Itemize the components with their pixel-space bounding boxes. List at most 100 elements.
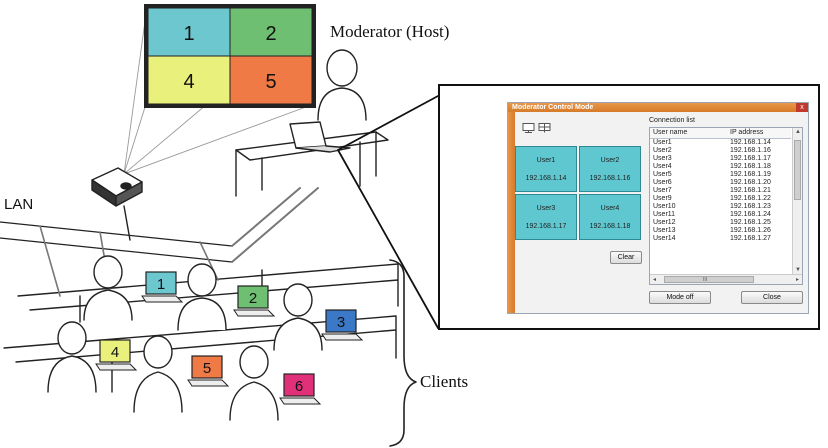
list-item[interactable]: User6 192.168.1.20 — [650, 179, 791, 187]
list-item[interactable]: User7 192.168.1.21 — [650, 187, 791, 195]
quad-view-icon[interactable] — [538, 123, 551, 133]
close-icon[interactable]: x — [796, 103, 808, 112]
column-ip-address[interactable]: IP address — [730, 129, 764, 136]
grid-cell-user3[interactable]: User3 192.168.1.17 — [515, 194, 577, 240]
vertical-scroll-thumb[interactable] — [794, 140, 801, 200]
client-laptop-number: 4 — [111, 344, 119, 361]
list-item[interactable]: User4 192.168.1.18 — [650, 163, 791, 171]
client-laptop: 3 — [321, 309, 364, 341]
grid-cell-ip: 192.168.1.14 — [525, 175, 567, 182]
client-laptop-number: 6 — [295, 378, 303, 395]
screen-tile — [147, 55, 231, 105]
list-item-ip-address: 192.168.1.23 — [730, 203, 771, 210]
scroll-up-arrow[interactable]: ▲ — [795, 129, 801, 135]
list-item-user-name: User1 — [653, 139, 672, 146]
clients-label: Clients — [420, 372, 469, 391]
moderator-control-dialog: Moderator Control Mode x User1 192.168.1… — [507, 102, 809, 314]
client-laptop-number: 2 — [249, 290, 257, 307]
desk-row-2 — [3, 315, 397, 393]
grid-cell-ip: 192.168.1.18 — [589, 223, 631, 230]
grid-cell-user1[interactable]: User1 192.168.1.14 — [515, 146, 577, 192]
list-item-user-name: User7 — [653, 187, 672, 194]
list-item-ip-address: 192.168.1.19 — [730, 171, 771, 178]
list-item-user-name: User13 — [653, 227, 676, 234]
projector — [91, 167, 143, 207]
list-item-ip-address: 192.168.1.18 — [730, 163, 771, 170]
list-item[interactable]: User12 192.168.1.25 — [650, 219, 791, 227]
list-item-user-name: User9 — [653, 195, 672, 202]
grid-cell-user2[interactable]: User2 192.168.1.16 — [579, 146, 641, 192]
screen-tile-number: 1 — [183, 23, 194, 45]
scroll-grip: III — [703, 277, 708, 283]
list-item-ip-address: 192.168.1.25 — [730, 219, 771, 226]
list-item-ip-address: 192.168.1.21 — [730, 187, 771, 194]
dialog-callout: Moderator Control Mode x User1 192.168.1… — [438, 84, 820, 330]
scroll-left-arrow[interactable]: ◂ — [653, 277, 657, 283]
list-item[interactable]: User1 192.168.1.14 — [650, 139, 791, 147]
list-item-user-name: User2 — [653, 147, 672, 154]
list-item-user-name: User10 — [653, 203, 676, 210]
client-laptop: 5 — [187, 355, 230, 387]
grid-cell-user: User3 — [536, 205, 556, 212]
moderator-label: Moderator (Host) — [330, 22, 450, 41]
list-item-ip-address: 192.168.1.20 — [730, 179, 771, 186]
screen-tile-number: 4 — [183, 71, 194, 93]
scroll-right-arrow[interactable]: ▸ — [795, 277, 799, 283]
list-item-user-name: User11 — [653, 211, 676, 218]
list-item-ip-address: 192.168.1.22 — [730, 195, 771, 202]
client-laptops: 1 2 3 4 5 6 — [95, 271, 364, 405]
client-laptop: 2 — [233, 285, 276, 317]
list-item-user-name: User4 — [653, 163, 672, 170]
list-item-ip-address: 192.168.1.17 — [730, 155, 771, 162]
list-item-ip-address: 192.168.1.24 — [730, 211, 771, 218]
grid-cell-user: User1 — [536, 157, 556, 164]
grid-cell-user4[interactable]: User4 192.168.1.18 — [579, 194, 641, 240]
projected-screen: 1 2 4 5 — [144, 4, 316, 108]
client-laptop: 6 — [279, 373, 322, 405]
screen-tile-number: 5 — [265, 71, 276, 93]
list-item-ip-address: 192.168.1.26 — [730, 227, 771, 234]
grid-cell-ip: 192.168.1.16 — [589, 175, 631, 182]
list-item-user-name: User3 — [653, 155, 672, 162]
client-laptop-number: 3 — [337, 314, 345, 331]
moderator-head — [326, 49, 358, 87]
dialog-title: Moderator Control Mode — [508, 103, 808, 112]
list-item-user-name: User12 — [653, 219, 676, 226]
list-item-ip-address: 192.168.1.27 — [730, 235, 771, 242]
list-item-ip-address: 192.168.1.16 — [730, 147, 771, 154]
list-item[interactable]: User10 192.168.1.23 — [650, 203, 791, 211]
screen-tile — [147, 7, 231, 57]
list-item-user-name: User6 — [653, 179, 672, 186]
client-laptop: 1 — [141, 271, 184, 303]
list-item[interactable]: User3 192.168.1.17 — [650, 155, 791, 163]
list-item-user-name: User14 — [653, 235, 676, 242]
connection-list-label: Connection list — [649, 117, 695, 124]
single-view-icon[interactable] — [522, 123, 535, 133]
clear-button[interactable]: Clear — [610, 251, 642, 264]
lan-lines — [0, 221, 233, 263]
screen-tile — [229, 55, 313, 105]
vertical-scrollbar[interactable]: ▲ ▼ — [792, 128, 802, 274]
close-button[interactable]: Close — [741, 291, 803, 304]
horizontal-scrollbar[interactable]: ◂ III ▸ — [650, 274, 802, 284]
list-item[interactable]: User9 192.168.1.22 — [650, 195, 791, 203]
clients-brace — [389, 259, 417, 447]
list-item-ip-address: 192.168.1.14 — [730, 139, 771, 146]
moderator-body — [317, 87, 367, 121]
lan-label: LAN — [4, 196, 34, 213]
host-laptop — [289, 121, 327, 149]
scroll-down-arrow[interactable]: ▼ — [795, 267, 801, 273]
list-item[interactable]: User11 192.168.1.24 — [650, 211, 791, 219]
mode-off-button[interactable]: Mode off — [649, 291, 711, 304]
list-item[interactable]: User14 192.168.1.27 — [650, 235, 791, 243]
column-user-name[interactable]: User name — [653, 129, 688, 136]
horizontal-scroll-thumb[interactable]: III — [664, 276, 754, 283]
list-item[interactable]: User13 192.168.1.26 — [650, 227, 791, 235]
list-header: User name IP address — [650, 128, 791, 139]
client-laptop-number: 1 — [157, 276, 165, 293]
list-item[interactable]: User2 192.168.1.16 — [650, 147, 791, 155]
client-laptop-number: 5 — [203, 360, 211, 377]
